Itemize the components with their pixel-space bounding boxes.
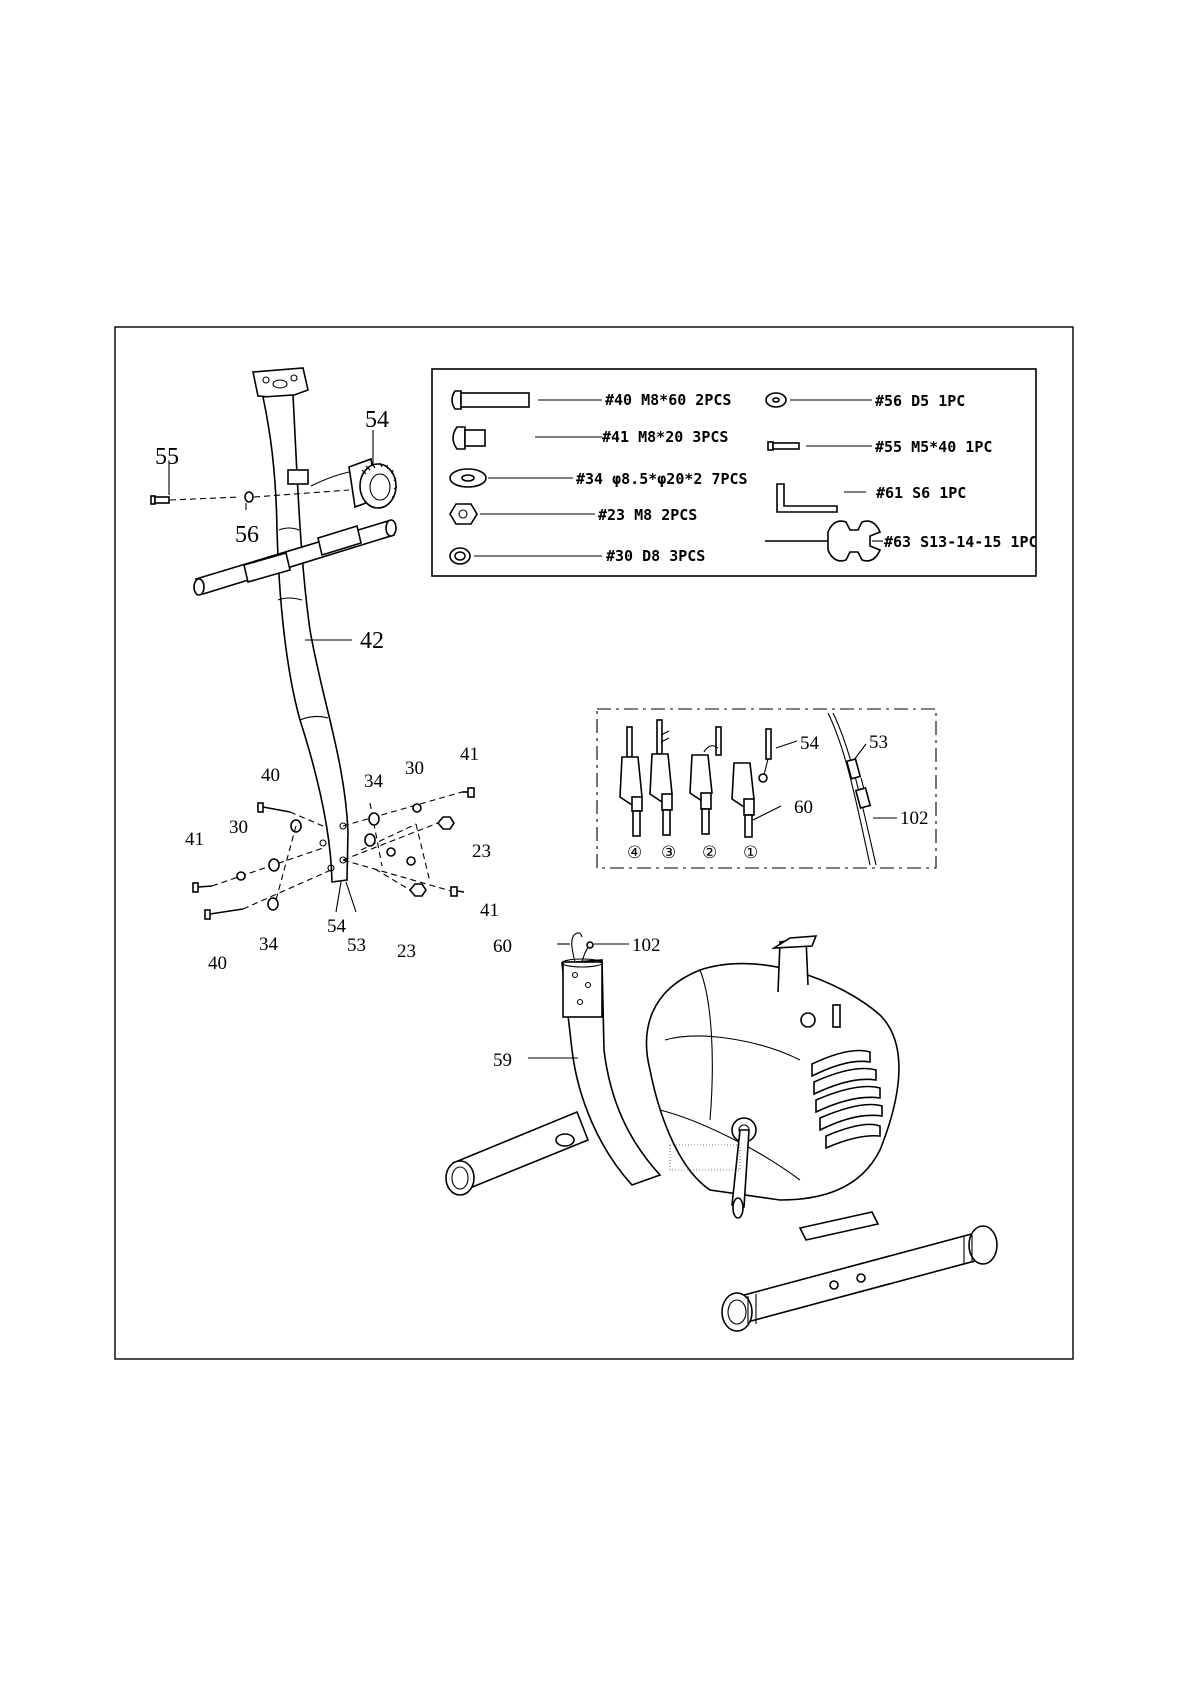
callout-55: 55 xyxy=(155,444,179,470)
tension-knob-54 xyxy=(311,459,397,508)
callout-60: 60 xyxy=(493,936,512,957)
callout-41-top: 41 xyxy=(460,744,479,765)
hex-key-icon xyxy=(777,484,837,512)
callout-42: 42 xyxy=(360,628,384,654)
callout-34-top: 34 xyxy=(364,771,384,792)
callout-102: 102 xyxy=(632,935,661,956)
step-label-1: ① xyxy=(743,843,758,862)
connector-stage-4 xyxy=(620,727,642,836)
hardware-label-34: #34 φ8.5*φ20*2 7PCS xyxy=(576,470,748,488)
callout-30-left: 30 xyxy=(229,817,248,838)
callout-54-bottom: 54 xyxy=(327,916,347,937)
flywheel-housing xyxy=(647,964,899,1200)
callout-56: 56 xyxy=(235,522,259,548)
hardware-label-61: #61 S6 1PC xyxy=(876,484,966,502)
callout-40-top: 40 xyxy=(261,765,280,786)
bike-main-frame xyxy=(446,933,997,1331)
console-mount-plate xyxy=(253,368,308,398)
callout-41-right: 41 xyxy=(480,900,499,921)
connector-stage-2 xyxy=(690,727,721,834)
connector-stage-3 xyxy=(650,720,672,835)
callout-34-bottom: 34 xyxy=(259,934,279,955)
step-label-2: ② xyxy=(702,843,717,862)
washer-icon xyxy=(450,469,486,487)
hardware-label-23: #23 M8 2PCS xyxy=(598,506,697,524)
callout-23-right: 23 xyxy=(472,841,491,862)
lock-washer-icon xyxy=(450,548,470,564)
hardware-label-40: #40 M8*60 2PCS xyxy=(605,391,731,409)
callout-30-top: 30 xyxy=(405,758,424,779)
step-label-4: ④ xyxy=(627,843,642,862)
nut-m8-icon xyxy=(450,504,477,524)
callout-59: 59 xyxy=(493,1050,512,1071)
callout-40-bottom: 40 xyxy=(208,953,227,974)
screw-55 xyxy=(151,496,240,504)
hardware-label-30: #30 D8 3PCS xyxy=(606,547,705,565)
callout-53-detail: 53 xyxy=(869,732,888,753)
connector-stage-1 xyxy=(732,729,771,837)
callout-54: 54 xyxy=(365,407,389,433)
callout-54-detail: 54 xyxy=(800,733,820,754)
small-washer-icon xyxy=(766,393,786,407)
callout-23-bottom: 23 xyxy=(397,941,416,962)
callout-41-left: 41 xyxy=(185,829,204,850)
callout-53-bottom: 53 xyxy=(347,935,366,956)
callout-102-detail: 102 xyxy=(900,808,929,829)
screw-m5x40-icon xyxy=(768,442,799,450)
hardware-label-55: #55 M5*40 1PC xyxy=(875,438,992,456)
step-label-3: ③ xyxy=(661,843,676,862)
callout-60-detail: 60 xyxy=(794,797,813,818)
hardware-list-box: #40 M8*60 2PCS #41 M8*20 3PCS #34 φ8.5*φ… xyxy=(432,369,1038,576)
bolt-m8x60-icon xyxy=(452,391,529,409)
bolt-m8x20-icon xyxy=(453,427,485,449)
multi-wrench-icon xyxy=(765,521,880,561)
hardware-label-41: #41 M8*20 3PCS xyxy=(602,428,728,446)
hardware-label-63: #63 S13-14-15 1PC xyxy=(884,533,1038,551)
hardware-label-56: #56 D5 1PC xyxy=(875,392,965,410)
